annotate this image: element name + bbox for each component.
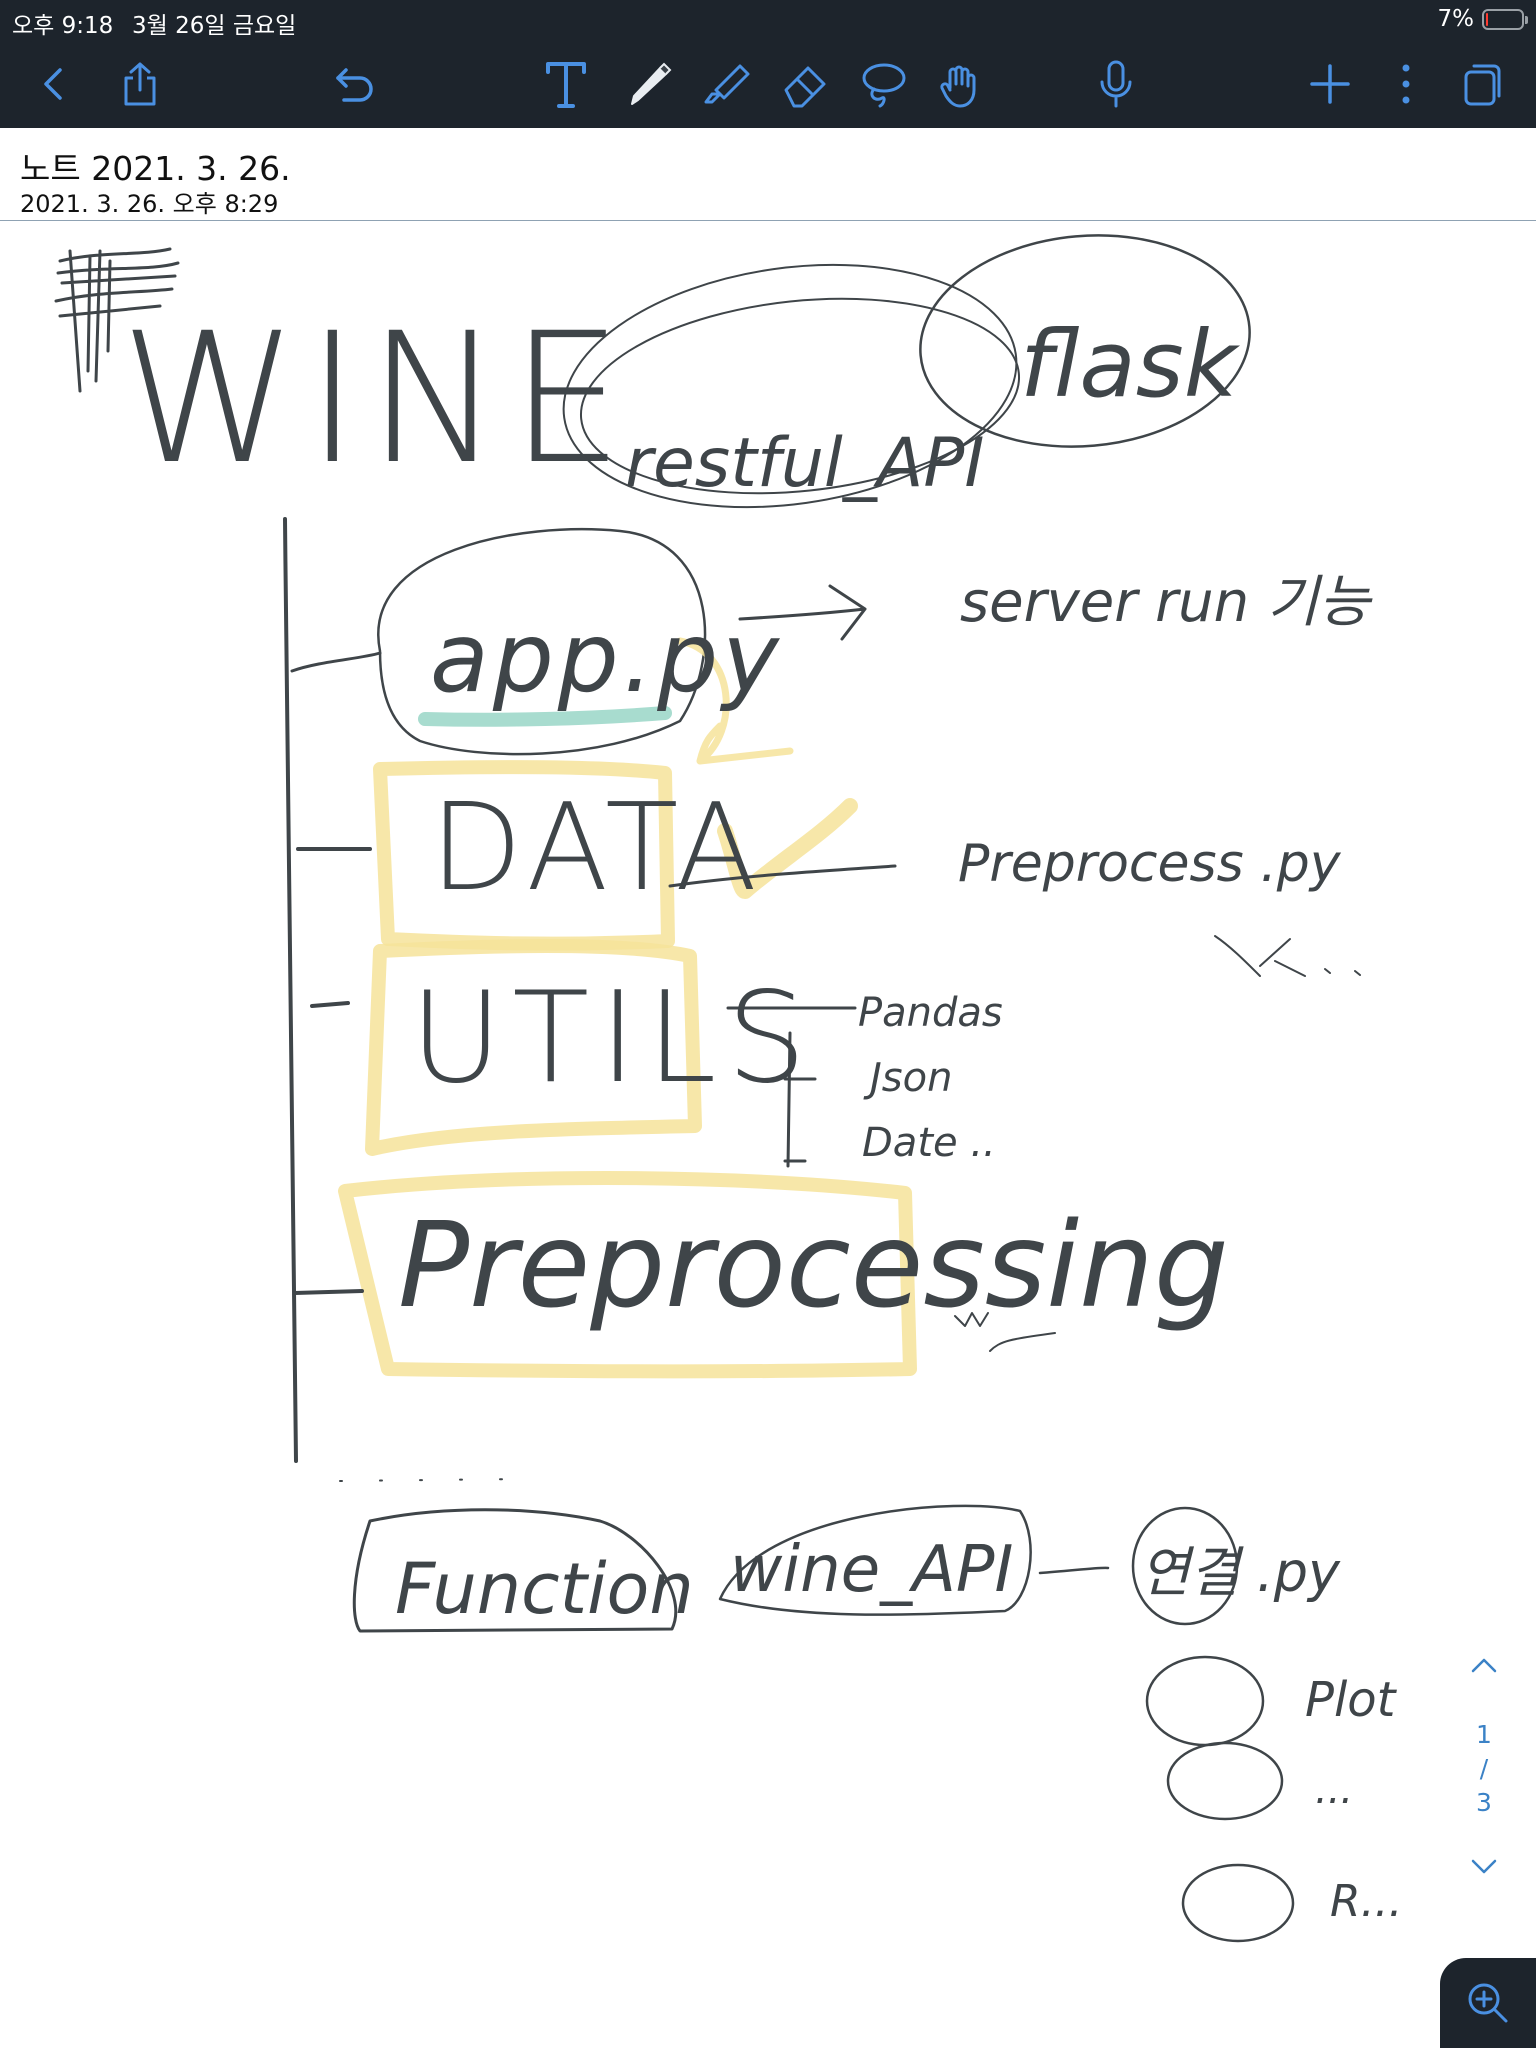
wine-api-box (718, 1504, 1032, 1616)
utils-branch (310, 1001, 350, 1008)
battery-percent: 7% (1437, 6, 1475, 32)
note-header: 노트 2021. 3. 26. 2021. 3. 26. 오후 8:29 (0, 128, 1536, 221)
microphone-button[interactable] (1084, 40, 1148, 128)
utils-item-json: Json (863, 1055, 952, 1101)
wine-api-label: wine_API (730, 1533, 1013, 1607)
hand-tool-button[interactable] (930, 40, 994, 128)
preprocessing-note-mark (954, 1312, 1056, 1352)
data-checkmark (717, 798, 858, 899)
data-extra-mark (1214, 935, 1361, 977)
handwriting-canvas[interactable]: WINE restful_API flask app.py server run… (0, 221, 1536, 2048)
battery-icon (1482, 9, 1528, 30)
trail-dots (339, 1478, 521, 1482)
utils-item-date: Date .. (862, 1120, 996, 1166)
right-item-circle-1 (1131, 1506, 1239, 1626)
api-ellipse (562, 263, 1018, 509)
eraser-icon (784, 66, 826, 108)
right-item-1: 연결 .py (1140, 1541, 1341, 1604)
status-time: 오후 9:18 (12, 13, 114, 39)
flask-ellipse (919, 234, 1251, 448)
server-note: server run 기능 (960, 570, 1373, 635)
lasso-icon (862, 63, 906, 108)
pages-button[interactable] (1450, 40, 1514, 128)
node-apppy: app.py (430, 602, 783, 714)
right-item-3: ... (1315, 1767, 1353, 1813)
right-item-circle-4 (1181, 1863, 1295, 1943)
add-button[interactable] (1298, 40, 1362, 128)
utils-box (365, 939, 702, 1156)
hand-icon (940, 65, 976, 108)
page-down-button[interactable] (1464, 1852, 1504, 1882)
more-vertical-icon (1402, 64, 1410, 104)
undo-button[interactable] (322, 40, 386, 128)
apppy-branch (290, 651, 382, 673)
right-item-circle-2 (1145, 1655, 1265, 1747)
utils-item-pandas: Pandas (858, 990, 1003, 1036)
battery-level (1486, 13, 1488, 26)
note-date: 2021. 3. 26. 오후 8:29 (20, 190, 279, 218)
flask-label: flask (1020, 311, 1241, 418)
page-separator: / (1479, 1754, 1489, 1783)
share-icon (124, 62, 156, 106)
plus-icon (1310, 64, 1350, 104)
chevron-up-icon (1471, 1658, 1497, 1673)
status-bar: 오후 9:18 3월 26일 금요일 7% (0, 0, 1536, 40)
data-connector (668, 864, 897, 888)
right-item-circle-3 (1166, 1741, 1284, 1821)
toolbar (0, 40, 1536, 128)
undo-icon (336, 68, 373, 102)
right-item-4: R... (1330, 1876, 1403, 1927)
text-icon (546, 62, 586, 108)
page-navigator: 1 / 3 (1446, 1650, 1536, 1890)
apppy-ellipse (377, 527, 707, 756)
function-label: Function (395, 1548, 694, 1630)
share-button[interactable] (108, 40, 172, 128)
status-date: 3월 26일 금요일 (132, 13, 297, 39)
zoom-button[interactable] (1440, 1958, 1536, 2048)
node-data: DATA (430, 779, 763, 918)
heading-wine: WINE (120, 295, 631, 504)
page-current: 1 (1476, 1720, 1492, 1749)
more-button[interactable] (1374, 40, 1438, 128)
data-note: Preprocess .py (958, 834, 1342, 894)
wine-api-connector (1038, 1566, 1110, 1575)
apppy-arrow (738, 584, 867, 641)
pages-icon (1464, 64, 1501, 106)
highlighter-tool-button[interactable] (696, 40, 760, 128)
page-up-button[interactable] (1464, 1650, 1504, 1680)
node-utils: UTILS (410, 964, 817, 1111)
utils-list-bracket (726, 1006, 857, 1168)
note-title[interactable]: 노트 2021. 3. 26. (20, 149, 291, 188)
pen-icon (631, 62, 672, 105)
api-ellipse-inner (579, 297, 1021, 495)
page-total: 3 (1476, 1788, 1492, 1817)
microphone-icon (1100, 60, 1132, 108)
apppy-highlight-arrow (676, 637, 794, 765)
preprocessing-box (338, 1171, 917, 1379)
chevron-down-icon (1471, 1859, 1497, 1874)
text-tool-button[interactable] (534, 40, 598, 128)
preprocessing-branch (293, 1289, 364, 1295)
highlighter-icon (704, 64, 750, 104)
node-preprocessing: Preprocessing (398, 1196, 1229, 1334)
lasso-tool-button[interactable] (852, 40, 916, 128)
eraser-tool-button[interactable] (774, 40, 838, 128)
page-indicator: 1 / 3 (1464, 1718, 1504, 1820)
zoom-in-icon (1468, 1983, 1508, 2023)
right-item-2: Plot (1305, 1672, 1398, 1728)
tree-trunk (283, 517, 298, 1463)
scribble-mark (54, 247, 180, 393)
function-box (352, 1508, 678, 1633)
apppy-underline (418, 706, 672, 727)
restful-api-label: restful_API (625, 424, 984, 503)
chevron-left-icon (44, 68, 62, 100)
pen-tool-button[interactable] (618, 40, 682, 128)
back-button[interactable] (22, 40, 86, 128)
